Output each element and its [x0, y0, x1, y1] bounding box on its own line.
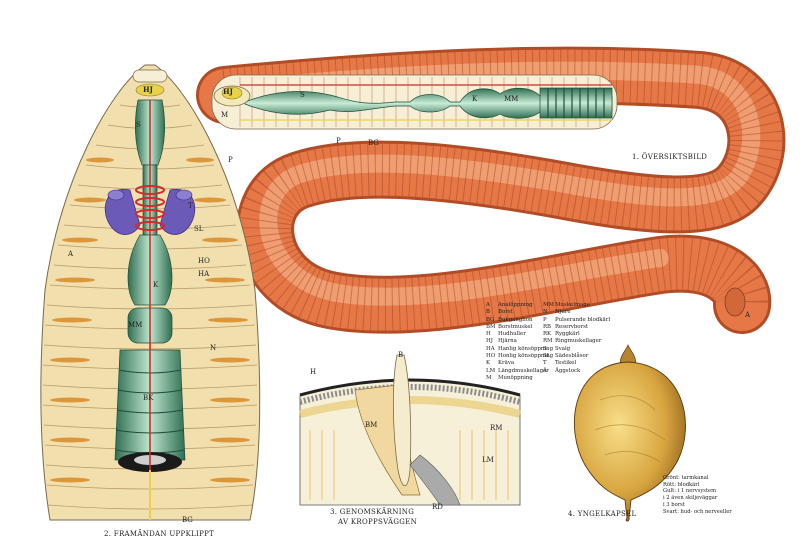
note-line: Svart: hud- och nerveeller: [663, 508, 732, 515]
label-bm-section: BM: [365, 421, 378, 429]
overview-worm: [196, 46, 786, 334]
note-line: Gult: i 1 nervsystem: [663, 488, 717, 495]
label-k-front: K: [153, 281, 159, 289]
label-hj-overview: HJ: [223, 87, 233, 96]
label-h-section: H: [310, 368, 317, 376]
label-ha-front: HA: [198, 270, 210, 278]
label-m-overview: M: [221, 111, 229, 119]
label-s-front: S: [136, 121, 141, 129]
label-hj-front: HJ: [143, 85, 153, 94]
note-line: i 2 även skiljeväggar: [663, 495, 718, 502]
label-bk-front: BK: [143, 394, 154, 402]
caption-section-line2: AV KROPPSVÄGGEN: [338, 518, 417, 526]
caption-section-line1: 3. GENOMSKÄRNING: [330, 508, 415, 516]
label-k-overview: K: [472, 95, 478, 103]
cocoon-figure: [574, 344, 686, 522]
label-t-front: T: [188, 202, 193, 210]
label-rd-section: RD: [432, 503, 443, 511]
body-wall-section: [299, 354, 521, 506]
label-n-front: N: [210, 344, 217, 352]
label-bg-front: BG: [182, 516, 193, 524]
label-a-front: A: [68, 250, 74, 258]
label-s-overview: S: [300, 91, 305, 99]
label-bg-overview: BG: [368, 139, 379, 147]
note-line: Rött: blodkärl: [663, 481, 700, 488]
label-mm-overview: MM: [504, 95, 519, 103]
label-p-overview: P: [336, 137, 341, 145]
colour-notes: Grönt: tarmkanal Rött: blodkärl Gult: i …: [663, 475, 732, 515]
label-b-section: B: [398, 351, 404, 359]
front-end-figure: [40, 64, 261, 521]
label-sl-front: SL: [194, 225, 204, 233]
note-line: i 3 borst: [663, 501, 685, 508]
label-p-front: P: [228, 156, 233, 164]
caption-cocoon: 4. YNGELKAPSEL: [568, 510, 637, 518]
label-lm-section: LM: [482, 456, 494, 464]
caption-front: 2. FRAMÄNDAN UPPKLIPPT: [104, 530, 215, 538]
label-mm-front: MM: [128, 321, 143, 329]
label-ho-front: HO: [198, 257, 210, 265]
note-line: Grönt: tarmkanal: [663, 475, 709, 481]
label-rm-section: RM: [490, 424, 503, 432]
caption-overview: 1. ÖVERSIKTSBILD: [632, 153, 708, 161]
label-a-overview: A: [745, 311, 751, 319]
